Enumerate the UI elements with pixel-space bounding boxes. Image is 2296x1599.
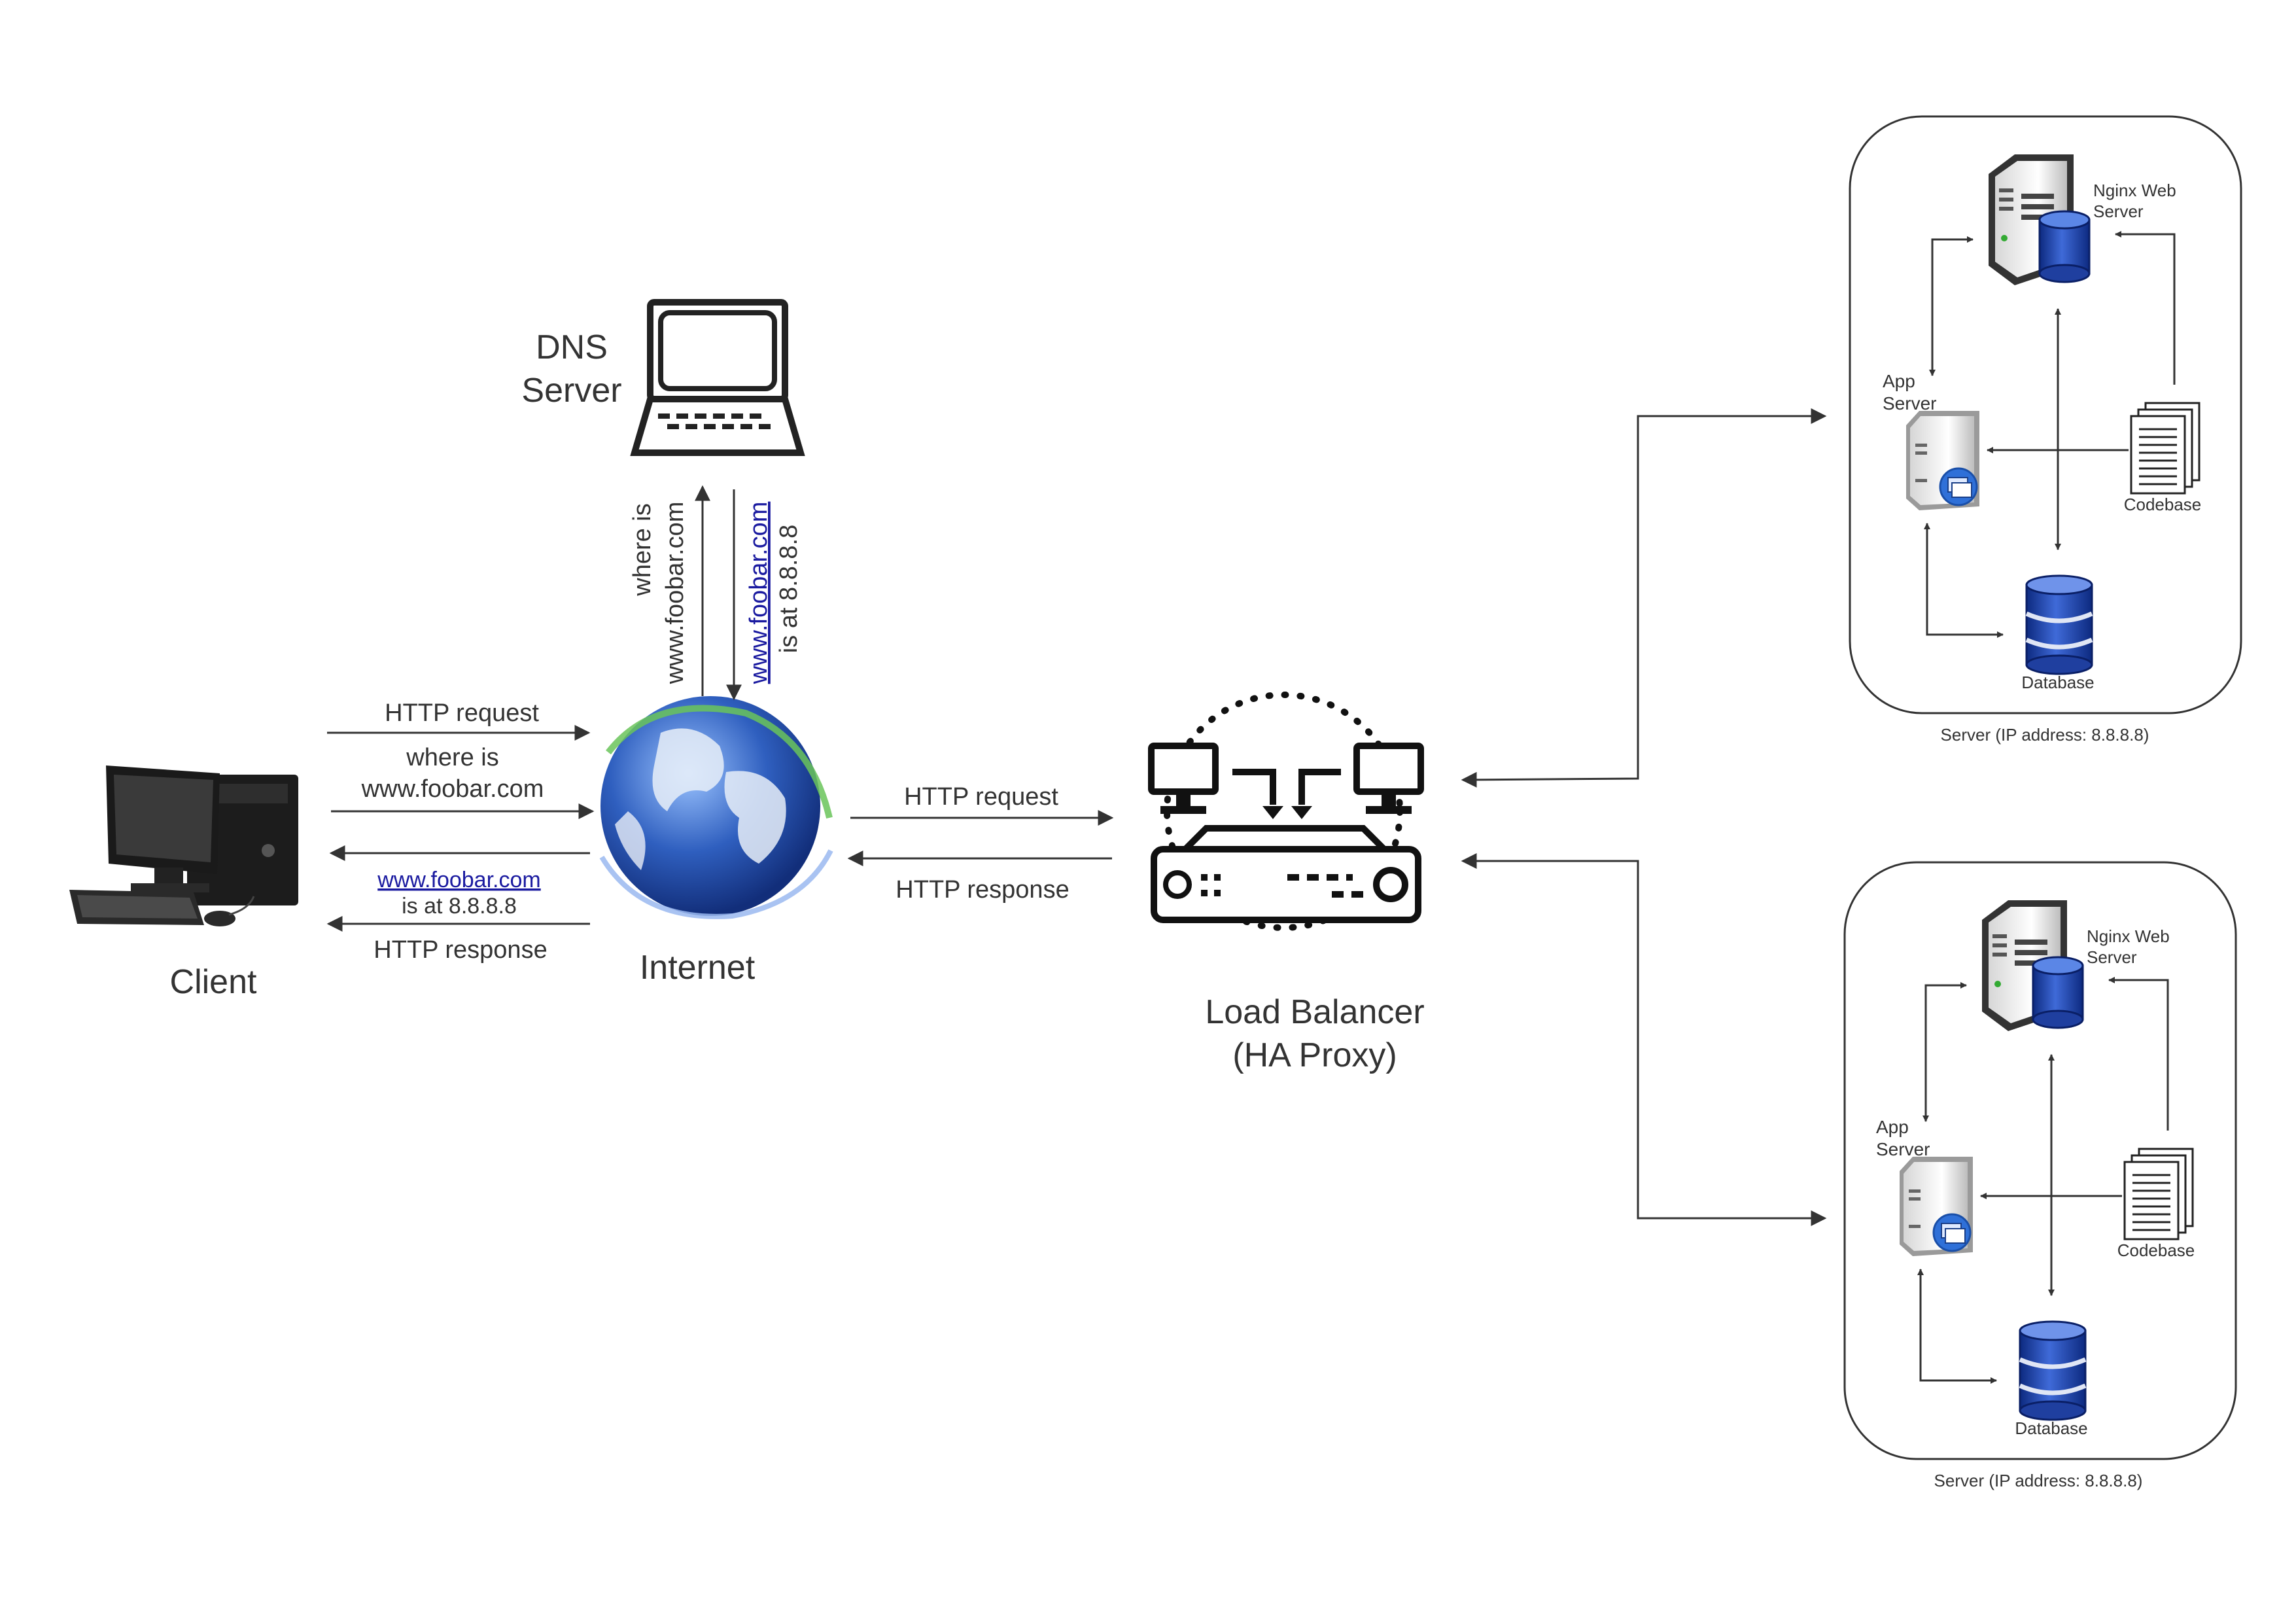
nginx-server-icon bbox=[1987, 153, 2091, 287]
app-database-arrow bbox=[1917, 1269, 1997, 1384]
nginx-label-line2: Server bbox=[2093, 202, 2144, 221]
client-answer-rest: is at 8.8.8.8 bbox=[402, 894, 517, 919]
dns-answer-rest: is at 8.8.8.8 bbox=[775, 525, 803, 653]
database-icon bbox=[2026, 576, 2092, 674]
nginx-server-icon bbox=[1981, 899, 2084, 1032]
codebase-nginx-arrow bbox=[2108, 977, 2169, 1131]
nginx-label-line2: Server bbox=[2087, 947, 2137, 967]
app-label-line1: App bbox=[1883, 371, 1915, 391]
codebase-label: Codebase bbox=[2124, 495, 2202, 514]
dns-laptop-icon bbox=[630, 299, 805, 456]
dns-query-line1: where is bbox=[629, 503, 656, 597]
codebase-nginx-arrow bbox=[2115, 231, 2176, 385]
app-label-line2: Server bbox=[1876, 1139, 1930, 1159]
dns-answer-link[interactable]: www.foobar.com bbox=[745, 502, 773, 685]
load-balancer-label-line1: Load Balancer bbox=[1205, 993, 1424, 1031]
app-server-icon bbox=[1898, 1155, 1974, 1257]
internet-label: Internet bbox=[640, 949, 756, 987]
dns-label-line2: Server bbox=[521, 372, 621, 410]
codebase-icon bbox=[2130, 402, 2200, 495]
client-computer-icon bbox=[69, 765, 298, 926]
server-1-caption: Server (IP address: 8.8.8.8) bbox=[1941, 725, 2149, 745]
internet-globe-icon bbox=[599, 696, 833, 919]
database-label: Database bbox=[2015, 1418, 2087, 1438]
server-1-box: Nginx Web Server App Server Codebase Dat… bbox=[1849, 115, 2242, 714]
nginx-label-line1: Nginx Web bbox=[2087, 926, 2170, 946]
codebase-label: Codebase bbox=[2117, 1240, 2195, 1260]
app-label-line1: App bbox=[1876, 1117, 1909, 1137]
database-label: Database bbox=[2021, 673, 2094, 692]
client-query-line1: where is bbox=[406, 744, 499, 771]
client-answer-link[interactable]: www.foobar.com bbox=[377, 868, 540, 892]
client-query-line2: www.foobar.com bbox=[361, 775, 544, 803]
lb-response-label: HTTP response bbox=[896, 876, 1069, 904]
client-response-label: HTTP response bbox=[374, 936, 547, 964]
client-label: Client bbox=[170, 963, 257, 1001]
nginx-app-arrow bbox=[1929, 236, 1974, 376]
load-balancer-label-line2: (HA Proxy) bbox=[1232, 1036, 1397, 1074]
dns-label-line1: DNS bbox=[536, 328, 608, 366]
lb-to-server1-connector bbox=[1461, 408, 1827, 788]
lb-to-server2-connector bbox=[1461, 853, 1827, 1226]
app-database-arrow bbox=[1924, 523, 2004, 638]
lb-request-label: HTTP request bbox=[904, 783, 1058, 811]
nginx-app-arrow bbox=[1922, 982, 1967, 1122]
codebase-icon bbox=[2123, 1148, 2194, 1240]
server-2-box: Nginx Web Server App Server Codebase Dat… bbox=[1843, 861, 2237, 1460]
database-icon bbox=[2020, 1322, 2085, 1420]
dns-query-line2: www.foobar.com bbox=[661, 502, 689, 685]
client-request-label: HTTP request bbox=[385, 699, 539, 727]
load-balancer-icon bbox=[1148, 692, 1424, 931]
server-2-caption: Server (IP address: 8.8.8.8) bbox=[1934, 1471, 2143, 1490]
nginx-label-line1: Nginx Web bbox=[2093, 181, 2176, 200]
app-server-icon bbox=[1905, 410, 1981, 512]
app-label-line2: Server bbox=[1883, 393, 1936, 413]
